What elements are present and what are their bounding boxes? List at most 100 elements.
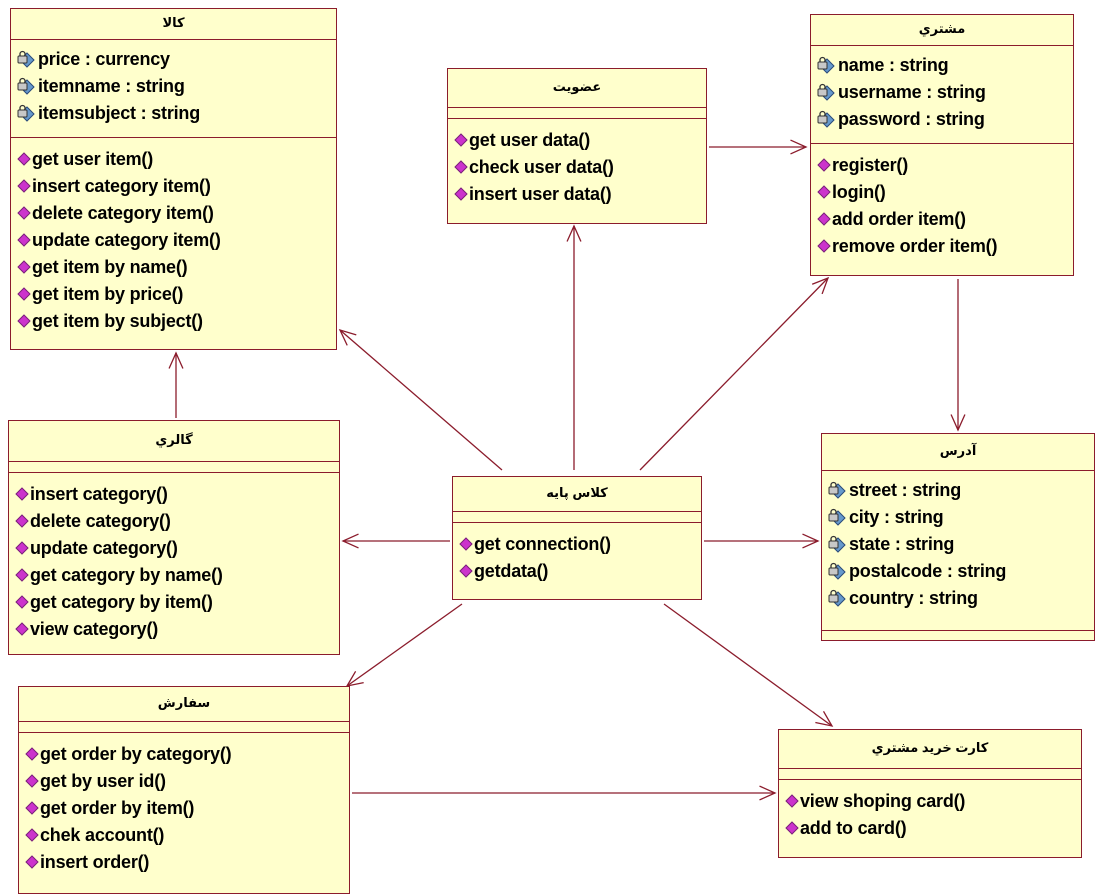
operation-row: add to card(): [785, 815, 1075, 842]
private-attribute-lock-icon: [17, 77, 35, 95]
operation-row: login(): [817, 179, 1067, 206]
class-ozviat-operations: get user data() check user data() insert u…: [448, 119, 706, 212]
class-sefaresh[interactable]: سفارش get order by category() get by user…: [18, 686, 350, 894]
operation-row: getdata(): [459, 558, 695, 585]
operation-row: get category by name(): [15, 562, 333, 589]
private-attribute-lock-icon: [17, 104, 35, 122]
operation-row: get by user id(): [25, 768, 343, 795]
public-operation-diamond-icon: [25, 746, 39, 761]
private-attribute-lock-icon: [17, 50, 35, 68]
operation-text: delete category(): [30, 511, 171, 531]
public-operation-diamond-icon: [817, 211, 831, 226]
operation-row: view shoping card(): [785, 788, 1075, 815]
public-operation-diamond-icon: [15, 513, 29, 528]
operation-text: get user data(): [469, 130, 591, 150]
attribute-text: postalcode : string: [849, 561, 1007, 581]
operation-text: register(): [832, 155, 909, 175]
class-moshtari-title: مشتري: [811, 15, 1073, 46]
operation-text: get order by category(): [40, 744, 232, 764]
class-moshtari-operations: register() login() add order item() remove …: [811, 144, 1073, 264]
class-address-operations: [822, 631, 1094, 643]
public-operation-diamond-icon: [15, 540, 29, 555]
class-sefaresh-attributes: [19, 722, 349, 733]
private-attribute-lock-icon: [828, 481, 846, 499]
public-operation-diamond-icon: [454, 186, 468, 201]
public-operation-diamond-icon: [17, 232, 31, 247]
attribute-text: password : string: [838, 109, 985, 129]
operation-text: get order by item(): [40, 798, 195, 818]
operation-text: check user data(): [469, 157, 614, 177]
operation-text: insert category(): [30, 484, 168, 504]
private-attribute-lock-icon: [828, 562, 846, 580]
arrow-base-to-moshtari: [639, 276, 830, 471]
class-base-operations: get connection() getdata(): [453, 523, 701, 589]
arrow-base-to-cart: [663, 603, 834, 727]
operation-row: insert user data(): [454, 181, 700, 208]
operation-row: get connection(): [459, 531, 695, 558]
public-operation-diamond-icon: [15, 594, 29, 609]
operation-text: add order item(): [832, 209, 966, 229]
operation-text: get category by name(): [30, 565, 223, 585]
class-ozviat-attributes: [448, 108, 706, 119]
operation-row: update category(): [15, 535, 333, 562]
arrow-base-to-address: [704, 533, 820, 549]
public-operation-diamond-icon: [17, 313, 31, 328]
public-operation-diamond-icon: [15, 621, 29, 636]
operation-row: get item by price(): [17, 281, 330, 308]
public-operation-diamond-icon: [25, 854, 39, 869]
attribute-text: name : string: [838, 55, 949, 75]
class-cart-title: کارت خريد مشتري: [779, 730, 1081, 769]
public-operation-diamond-icon: [25, 773, 39, 788]
public-operation-diamond-icon: [817, 184, 831, 199]
arrow-ozviat-to-moshtari: [709, 139, 808, 155]
arrow-base-to-sefaresh: [345, 603, 463, 687]
private-attribute-lock-icon: [828, 589, 846, 607]
class-base[interactable]: کلاس پایه get connection() getdata(): [452, 476, 702, 600]
private-attribute-lock-icon: [828, 508, 846, 526]
operation-row: remove order item(): [817, 233, 1067, 260]
attribute-row: itemsubject : string: [17, 100, 330, 127]
operation-text: update category item(): [32, 230, 221, 250]
public-operation-diamond-icon: [15, 486, 29, 501]
class-gallery[interactable]: گالري insert category()delete category()…: [8, 420, 340, 655]
public-operation-diamond-icon: [459, 536, 473, 551]
class-ozviat[interactable]: عضویت get user data()check user data()in…: [447, 68, 707, 224]
attribute-row: itemname : string: [17, 73, 330, 100]
operation-text: getdata(): [474, 561, 549, 581]
operation-row: check user data(): [454, 154, 700, 181]
public-operation-diamond-icon: [15, 567, 29, 582]
public-operation-diamond-icon: [459, 563, 473, 578]
operation-row: register(): [817, 152, 1067, 179]
operation-text: remove order item(): [832, 236, 998, 256]
class-sefaresh-title: سفارش: [19, 687, 349, 722]
public-operation-diamond-icon: [817, 238, 831, 253]
attribute-text: city : string: [849, 507, 944, 527]
operation-text: insert category item(): [32, 176, 211, 196]
operation-row: add order item(): [817, 206, 1067, 233]
class-cart[interactable]: کارت خريد مشتري view shoping card() add t…: [778, 729, 1082, 858]
private-attribute-lock-icon: [817, 83, 835, 101]
class-base-title: کلاس پایه: [453, 477, 701, 512]
operation-text: delete category item(): [32, 203, 214, 223]
operation-text: view shoping card(): [800, 791, 966, 811]
operation-row: get order by category(): [25, 741, 343, 768]
operation-text: get category by item(): [30, 592, 213, 612]
operation-row: insert category(): [15, 481, 333, 508]
class-address-title: آدرس: [822, 434, 1094, 471]
operation-text: chek account(): [40, 825, 165, 845]
arrow-base-to-gallery: [341, 533, 450, 549]
public-operation-diamond-icon: [25, 827, 39, 842]
operation-text: get item by name(): [32, 257, 188, 277]
attribute-row: postalcode : string: [828, 558, 1088, 585]
operation-text: get by user id(): [40, 771, 166, 791]
class-gallery-operations: insert category() delete category() update…: [9, 473, 339, 647]
arrow-gallery-to-kala: [168, 351, 184, 418]
operation-text: get connection(): [474, 534, 611, 554]
attribute-row: name : string: [817, 52, 1067, 79]
